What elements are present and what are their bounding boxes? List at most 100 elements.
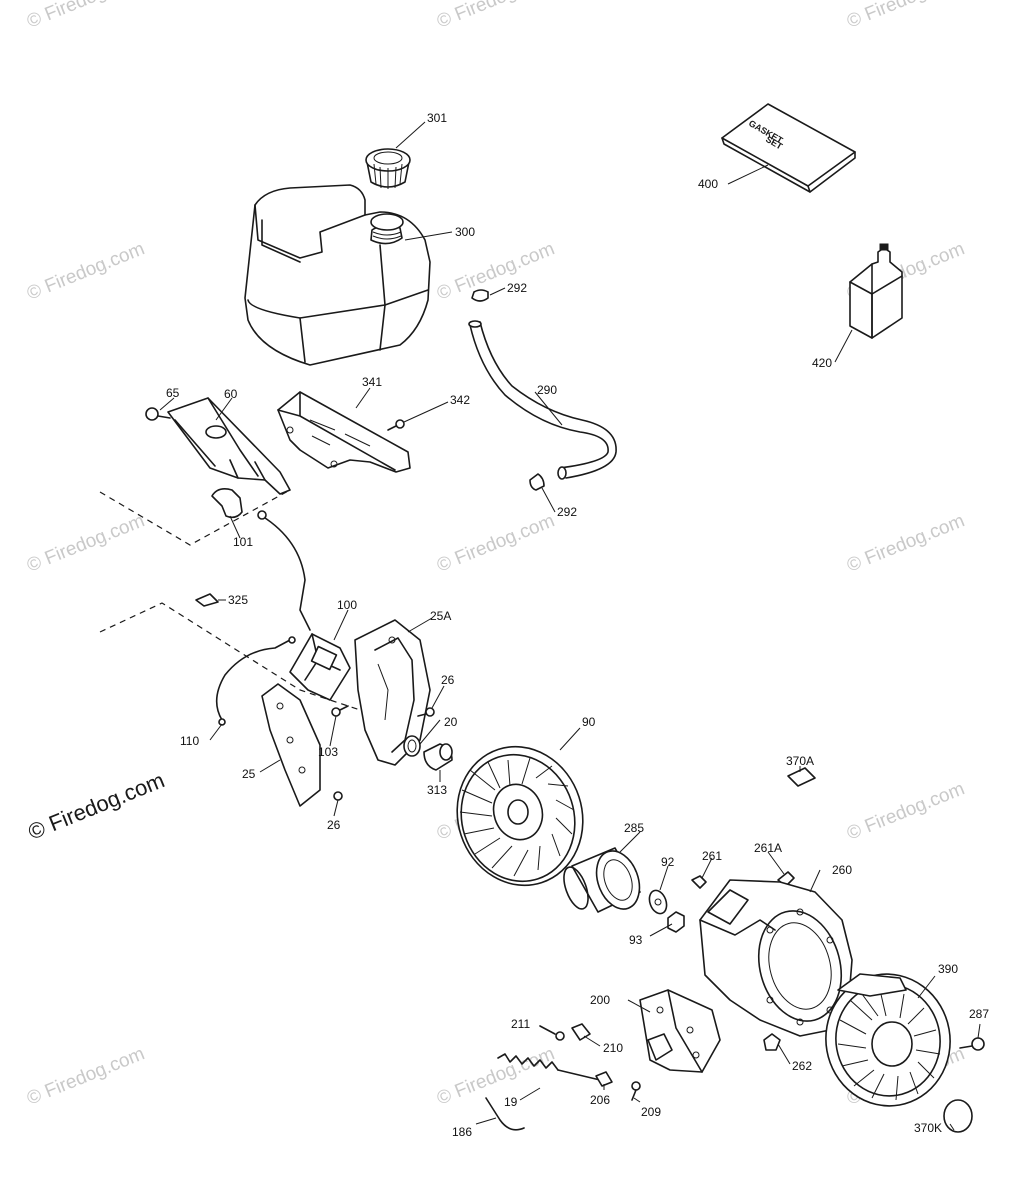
screw-261[interactable]: [691, 875, 707, 889]
part-labels: 301 300 292 290 292 400 420 65 60 341 34…: [166, 111, 989, 1139]
screw-26-lower[interactable]: [333, 791, 343, 801]
fuel-cap-301[interactable]: [365, 148, 411, 189]
part-label-90[interactable]: 90: [582, 715, 596, 729]
part-label-313[interactable]: 313: [427, 783, 447, 797]
part-label-209[interactable]: 209: [641, 1105, 661, 1119]
governor-spring-19[interactable]: [497, 1053, 601, 1081]
part-label-26[interactable]: 26: [327, 818, 341, 832]
screw-211[interactable]: [539, 1025, 565, 1041]
part-label-285[interactable]: 285: [624, 821, 644, 835]
part-label-210[interactable]: 210: [603, 1041, 623, 1055]
flywheel-nut-93[interactable]: [667, 911, 685, 933]
part-label-370K[interactable]: 370K: [914, 1121, 942, 1135]
part-label-301[interactable]: 301: [427, 111, 447, 125]
washer-92[interactable]: [646, 888, 669, 916]
screw-65[interactable]: [145, 407, 171, 421]
watermark: © Firedog.com: [844, 0, 968, 33]
part-label-325[interactable]: 325: [228, 593, 248, 607]
part-label-300[interactable]: 300: [455, 225, 475, 239]
elbow-101[interactable]: [211, 488, 243, 519]
watermark: © Firedog.com: [844, 778, 968, 844]
flywheel-90[interactable]: [439, 730, 600, 901]
leader-lines: [159, 121, 981, 1131]
part-label-26[interactable]: 26: [441, 673, 455, 687]
watermark: © Firedog.com: [24, 510, 148, 576]
link-210[interactable]: [571, 1023, 591, 1041]
watermark: © Firedog.com: [434, 238, 558, 304]
watermark: © Firedog.com: [25, 767, 168, 844]
watermark: © Firedog.com: [434, 510, 558, 576]
part-label-260[interactable]: 260: [832, 863, 852, 877]
screw-103[interactable]: [331, 705, 349, 717]
part-label-100[interactable]: 100: [337, 598, 357, 612]
part-label-25A[interactable]: 25A: [430, 609, 451, 623]
part-label-206[interactable]: 206: [590, 1093, 610, 1107]
fuel-line-290[interactable]: [468, 320, 617, 480]
decal-370K[interactable]: [943, 1099, 973, 1133]
part-label-261A[interactable]: 261A: [754, 841, 782, 855]
part-label-342[interactable]: 342: [450, 393, 470, 407]
part-label-292[interactable]: 292: [557, 505, 577, 519]
control-bracket-200[interactable]: [639, 989, 721, 1073]
flywheel-fins: [459, 757, 575, 877]
screw-209[interactable]: [631, 1081, 641, 1101]
mounting-bracket-341[interactable]: [277, 391, 411, 473]
ignition-module-100[interactable]: [289, 633, 351, 701]
clip-325[interactable]: [195, 593, 219, 607]
fuel-tank-300[interactable]: [244, 184, 431, 366]
watermark: © Firedog.com: [434, 0, 558, 33]
bracket-25[interactable]: [261, 683, 321, 807]
rotating-screen-285[interactable]: [559, 845, 647, 915]
washer-20[interactable]: [403, 735, 421, 757]
part-label-261[interactable]: 261: [702, 849, 722, 863]
link-rod-186[interactable]: [485, 1097, 525, 1131]
part-label-200[interactable]: 200: [590, 993, 610, 1007]
part-label-287[interactable]: 287: [969, 1007, 989, 1021]
part-label-110[interactable]: 110: [180, 734, 199, 748]
part-label-65[interactable]: 65: [166, 386, 180, 400]
part-label-60[interactable]: 60: [224, 387, 238, 401]
wire-harness-110[interactable]: [215, 636, 296, 726]
part-label-25[interactable]: 25: [242, 767, 256, 781]
starter-vent-slots: [837, 989, 941, 1101]
part-label-370A[interactable]: 370A: [786, 754, 814, 768]
watermark: © Firedog.com: [434, 1043, 558, 1109]
part-label-20[interactable]: 20: [444, 715, 458, 729]
part-label-341[interactable]: 341: [362, 375, 382, 389]
part-label-101[interactable]: 101: [233, 535, 253, 549]
screw-26-upper[interactable]: [417, 707, 435, 717]
part-label-93[interactable]: 93: [629, 933, 643, 947]
engine-shroud-260[interactable]: [699, 879, 853, 1037]
part-label-92[interactable]: 92: [661, 855, 675, 869]
screw-342[interactable]: [387, 419, 405, 431]
watermark: © Firedog.com: [844, 510, 968, 576]
part-label-19[interactable]: 19: [504, 1095, 518, 1109]
part-label-292[interactable]: 292: [507, 281, 527, 295]
part-label-186[interactable]: 186: [452, 1125, 472, 1139]
hose-clamp-292-bottom[interactable]: [529, 473, 545, 491]
recoil-starter-390[interactable]: [815, 964, 960, 1116]
part-label-400[interactable]: 400: [698, 177, 718, 191]
part-label-290[interactable]: 290: [537, 383, 557, 397]
oil-bottle-420[interactable]: [849, 243, 903, 339]
gasket-set-package-400[interactable]: GASKET SET: [721, 103, 856, 193]
part-label-420[interactable]: 420: [812, 356, 832, 370]
assembly-line: [99, 489, 291, 546]
watermark: © Firedog.com: [24, 238, 148, 304]
screw-262[interactable]: [763, 1033, 781, 1051]
label-tag-370A[interactable]: [787, 767, 816, 787]
part-label-211[interactable]: 211: [511, 1017, 530, 1031]
clip-206[interactable]: [595, 1071, 613, 1087]
bracket-60[interactable]: [167, 397, 291, 495]
part-label-390[interactable]: 390: [938, 962, 958, 976]
part-label-262[interactable]: 262: [792, 1059, 812, 1073]
assembly-line: [99, 602, 361, 711]
watermark: © Firedog.com: [24, 1043, 148, 1109]
screw-287[interactable]: [959, 1037, 985, 1051]
bushing-313[interactable]: [423, 743, 453, 771]
watermark: © Firedog.com: [24, 0, 148, 33]
hose-clamp-292-top[interactable]: [471, 289, 489, 302]
part-label-103[interactable]: 103: [318, 745, 338, 759]
ignition-lead: [257, 510, 311, 631]
